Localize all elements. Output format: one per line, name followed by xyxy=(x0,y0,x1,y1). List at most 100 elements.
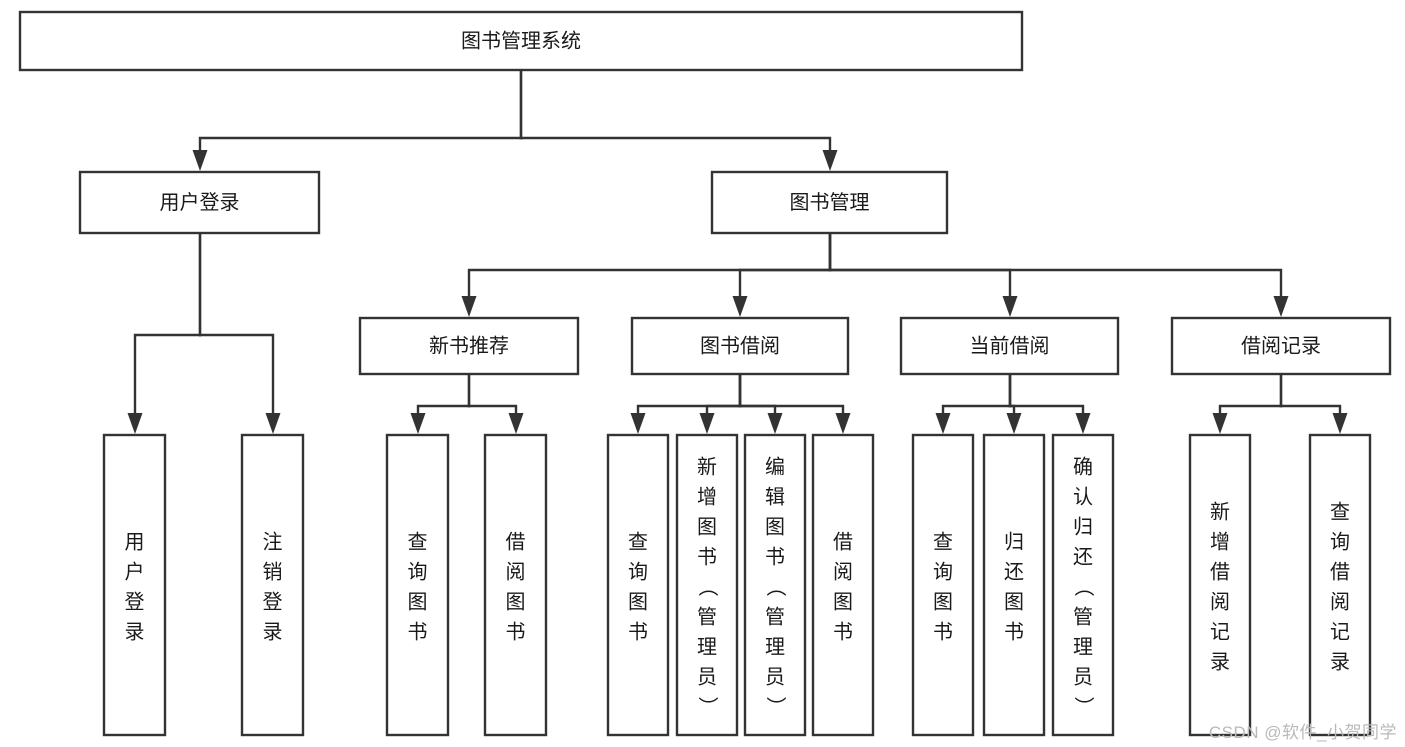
node-box-leaf-borrow-edit xyxy=(743,433,807,737)
node-box-leaf-cur-query xyxy=(911,433,975,737)
node-label-leaf-borrow-do: 借阅图书 xyxy=(833,530,853,643)
node-label-leaf-rec-search: 查询借阅记录 xyxy=(1330,500,1350,673)
node-label-leaf-borrow-query: 查询图书 xyxy=(628,530,648,643)
node-layer: 图书管理系统用户登录图书管理新书推荐图书借阅当前借阅借阅记录用户登录注销登录查询… xyxy=(18,10,1392,737)
node-new-book-rec[interactable]: 新书推荐 xyxy=(358,316,580,376)
connector-book-manage-to-borrow-records xyxy=(828,231,1289,317)
node-box-leaf-user-login xyxy=(102,433,167,737)
node-label-leaf-rec-borrow: 借阅图书 xyxy=(506,530,526,643)
connector-book-manage-to-book-borrow xyxy=(732,231,832,317)
arrow-head-icon xyxy=(192,150,208,171)
node-box-root xyxy=(18,10,1024,72)
arrow-head-icon xyxy=(508,413,524,434)
node-box-leaf-rec-search xyxy=(1308,433,1372,737)
node-leaf-rec-add[interactable]: 新增借阅记录 xyxy=(1188,433,1252,737)
node-label-leaf-borrow-edit: 编辑图书（管理员） xyxy=(765,455,786,718)
node-label-root: 图书管理系统 xyxy=(461,29,581,52)
node-leaf-cur-query[interactable]: 查询图书 xyxy=(911,433,975,737)
node-box-leaf-user-logout xyxy=(240,433,305,737)
node-box-current-borrow xyxy=(899,316,1120,376)
node-current-borrow[interactable]: 当前借阅 xyxy=(899,316,1120,376)
node-leaf-rec-search[interactable]: 查询借阅记录 xyxy=(1308,433,1372,737)
connector-book-borrow-to-leaf-borrow-edit xyxy=(738,372,783,434)
node-box-leaf-rec-query xyxy=(385,433,450,737)
node-label-leaf-rec-add: 新增借阅记录 xyxy=(1210,500,1230,673)
node-label-borrow-records: 借阅记录 xyxy=(1241,334,1321,357)
node-label-leaf-cur-return: 归还图书 xyxy=(1004,530,1024,643)
connector-root-to-book-manage xyxy=(519,68,838,171)
node-user-login[interactable]: 用户登录 xyxy=(78,170,321,235)
node-box-user-login xyxy=(78,170,321,235)
node-box-leaf-borrow-do xyxy=(811,433,875,737)
arrow-head-icon xyxy=(1273,296,1289,317)
connector-current-borrow-to-leaf-cur-query xyxy=(935,372,1012,434)
node-label-leaf-cur-query: 查询图书 xyxy=(933,530,953,643)
node-box-book-borrow xyxy=(630,316,850,376)
node-box-leaf-borrow-query xyxy=(606,433,670,737)
node-leaf-rec-query[interactable]: 查询图书 xyxy=(385,433,450,737)
node-label-book-borrow: 图书借阅 xyxy=(700,334,780,357)
node-label-leaf-cur-confirm: 确认归还（管理员） xyxy=(1073,455,1094,718)
arrow-head-icon xyxy=(835,413,851,434)
node-leaf-cur-confirm[interactable]: 确认归还（管理员） xyxy=(1051,433,1115,737)
arrow-head-icon xyxy=(265,413,281,434)
node-box-leaf-rec-borrow xyxy=(483,433,548,737)
arrow-head-icon xyxy=(1212,413,1228,434)
connector-book-manage-to-current-borrow xyxy=(828,231,1018,317)
node-root[interactable]: 图书管理系统 xyxy=(18,10,1024,72)
node-box-leaf-cur-return xyxy=(982,433,1046,737)
arrow-head-icon xyxy=(1332,413,1348,434)
node-leaf-user-logout[interactable]: 注销登录 xyxy=(240,433,305,737)
node-box-leaf-cur-confirm xyxy=(1051,433,1115,737)
connector-new-book-rec-to-leaf-rec-borrow xyxy=(467,372,524,434)
connector-user-login-to-leaf-user-logout xyxy=(198,231,281,434)
arrow-head-icon xyxy=(461,296,477,317)
connector-borrow-records-to-leaf-rec-add xyxy=(1212,372,1283,434)
connector-user-login-to-leaf-user-login xyxy=(127,231,202,434)
connector-current-borrow-to-leaf-cur-confirm xyxy=(1008,372,1091,434)
node-label-new-book-rec: 新书推荐 xyxy=(429,334,509,357)
node-box-new-book-rec xyxy=(358,316,580,376)
node-label-current-borrow: 当前借阅 xyxy=(970,334,1050,357)
connector-root-to-user-login xyxy=(192,68,523,171)
node-leaf-borrow-add[interactable]: 新增图书（管理员） xyxy=(675,433,739,737)
arrow-head-icon xyxy=(1075,413,1091,434)
node-label-leaf-user-logout: 注销登录 xyxy=(263,530,283,643)
node-label-user-login: 用户登录 xyxy=(160,191,240,214)
arrow-head-icon xyxy=(1002,296,1018,317)
csdn-watermark: CSDN @软件_小贺同学 xyxy=(1208,723,1397,742)
node-label-book-manage: 图书管理 xyxy=(790,191,870,214)
node-leaf-cur-return[interactable]: 归还图书 xyxy=(982,433,1046,737)
connector-current-borrow-to-leaf-cur-return xyxy=(1006,372,1022,434)
node-box-borrow-records xyxy=(1170,316,1392,376)
node-leaf-user-login[interactable]: 用户登录 xyxy=(102,433,167,737)
node-box-leaf-rec-add xyxy=(1188,433,1252,737)
arrow-head-icon xyxy=(410,413,426,434)
arrow-head-icon xyxy=(699,413,715,434)
arrow-head-icon xyxy=(127,413,143,434)
node-label-leaf-borrow-add: 新增图书（管理员） xyxy=(697,455,718,718)
node-leaf-borrow-do[interactable]: 借阅图书 xyxy=(811,433,875,737)
arrow-head-icon xyxy=(935,413,951,434)
node-leaf-borrow-query[interactable]: 查询图书 xyxy=(606,433,670,737)
connector-book-borrow-to-leaf-borrow-add xyxy=(699,372,742,434)
node-label-leaf-rec-query: 查询图书 xyxy=(408,530,428,643)
node-box-book-manage xyxy=(710,170,949,235)
node-leaf-rec-borrow[interactable]: 借阅图书 xyxy=(483,433,548,737)
connector-new-book-rec-to-leaf-rec-query xyxy=(410,372,471,434)
arrow-head-icon xyxy=(732,296,748,317)
arrow-head-icon xyxy=(767,413,783,434)
node-book-borrow[interactable]: 图书借阅 xyxy=(630,316,850,376)
arrow-head-icon xyxy=(630,413,646,434)
node-book-manage[interactable]: 图书管理 xyxy=(710,170,949,235)
node-label-leaf-user-login: 用户登录 xyxy=(125,531,145,643)
arrow-head-icon xyxy=(1006,413,1022,434)
node-borrow-records[interactable]: 借阅记录 xyxy=(1170,316,1392,376)
connector-book-manage-to-new-book-rec xyxy=(461,231,832,317)
connector-borrow-records-to-leaf-rec-search xyxy=(1279,372,1348,434)
node-leaf-borrow-edit[interactable]: 编辑图书（管理员） xyxy=(743,433,807,737)
connector-book-borrow-to-leaf-borrow-query xyxy=(630,372,742,434)
arrow-head-icon xyxy=(822,150,838,171)
